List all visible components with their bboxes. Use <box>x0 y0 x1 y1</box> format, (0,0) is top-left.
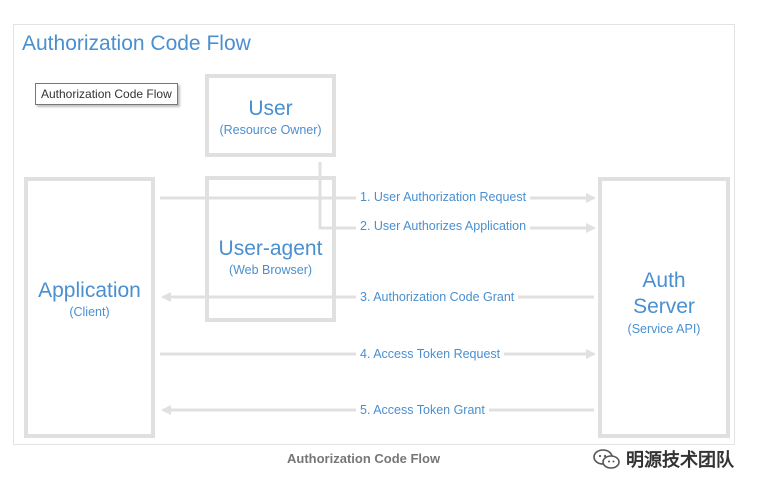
auth-server-label-line2: Server <box>633 295 695 319</box>
diagram-title: Authorization Code Flow <box>22 32 251 55</box>
auth-server-label-line1: Auth <box>642 269 686 292</box>
user-connector-line <box>318 162 355 230</box>
step-5-label: 5. Access Token Grant <box>356 402 489 418</box>
user-box <box>205 74 336 157</box>
step-2-label: 2. User Authorizes Application <box>356 218 531 234</box>
user-agent-sublabel: (Web Browser) <box>228 263 313 278</box>
diagram-frame <box>13 24 735 445</box>
auth-server-node: Auth Server (Service API) <box>600 268 728 337</box>
watermark-text: 明源技术团队 <box>626 450 734 470</box>
step-1-label: 1. User Authorization Request <box>356 189 531 205</box>
step-3-label: 3. Authorization Code Grant <box>356 289 519 305</box>
user-node: User (Resource Owner) <box>207 96 334 139</box>
tooltip: Authorization Code Flow <box>35 83 178 105</box>
application-label: Application <box>38 279 141 302</box>
application-sublabel: (Client) <box>69 305 110 320</box>
application-node: Application (Client) <box>26 278 153 321</box>
user-agent-label: User-agent <box>218 237 323 260</box>
user-sublabel: (Resource Owner) <box>219 123 322 138</box>
user-agent-node: User-agent (Web Browser) <box>205 236 336 279</box>
figure-caption: Authorization Code Flow <box>287 451 441 466</box>
wechat-icon <box>593 449 620 469</box>
step-4-label: 4. Access Token Request <box>356 346 505 362</box>
user-agent-box <box>205 176 336 322</box>
auth-server-sublabel: (Service API) <box>627 321 701 336</box>
user-label: User <box>248 97 293 120</box>
watermark: 明源技术团队 <box>592 446 734 472</box>
application-box <box>24 177 155 438</box>
auth-server-box <box>598 177 730 438</box>
